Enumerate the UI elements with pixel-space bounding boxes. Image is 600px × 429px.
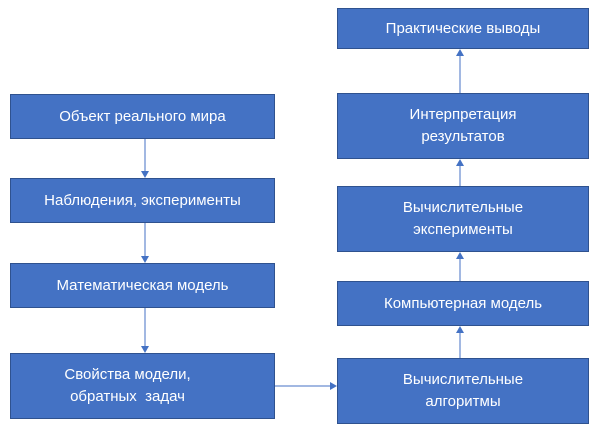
node-observations-experiments: Наблюдения, эксперименты: [10, 178, 275, 223]
node-label-line-2: алгоритмы: [425, 393, 501, 410]
node-label: Наблюдения, эксперименты: [44, 191, 241, 209]
node-label: Практические выводы: [385, 19, 541, 37]
node-model-properties: Свойства модели, обратных задач: [10, 353, 275, 419]
node-label-line-2: эксперименты: [413, 221, 513, 238]
node-label-line-1: Вычислительные: [402, 371, 524, 388]
node-label: Компьютерная модель: [383, 294, 543, 312]
node-label-line-1: Свойства модели,: [64, 366, 191, 383]
node-results-interpretation: Интерпретация результатов: [337, 93, 589, 159]
node-label: Математическая модель: [56, 276, 229, 294]
node-label-line-2: обратных задач: [70, 388, 185, 405]
node-computer-model: Компьютерная модель: [337, 281, 589, 326]
node-label-line-1: Вычислительные: [402, 199, 524, 216]
node-label: Объект реального мира: [59, 107, 226, 125]
node-real-world-object: Объект реального мира: [10, 94, 275, 139]
node-computational-algorithms: Вычислительные алгоритмы: [337, 358, 589, 424]
node-computational-experiments: Вычислительные эксперименты: [337, 186, 589, 252]
node-practical-conclusions: Практические выводы: [337, 8, 589, 49]
node-label-line-2: результатов: [421, 128, 505, 145]
node-label-line-1: Интерпретация: [409, 106, 517, 123]
node-mathematical-model: Математическая модель: [10, 263, 275, 308]
